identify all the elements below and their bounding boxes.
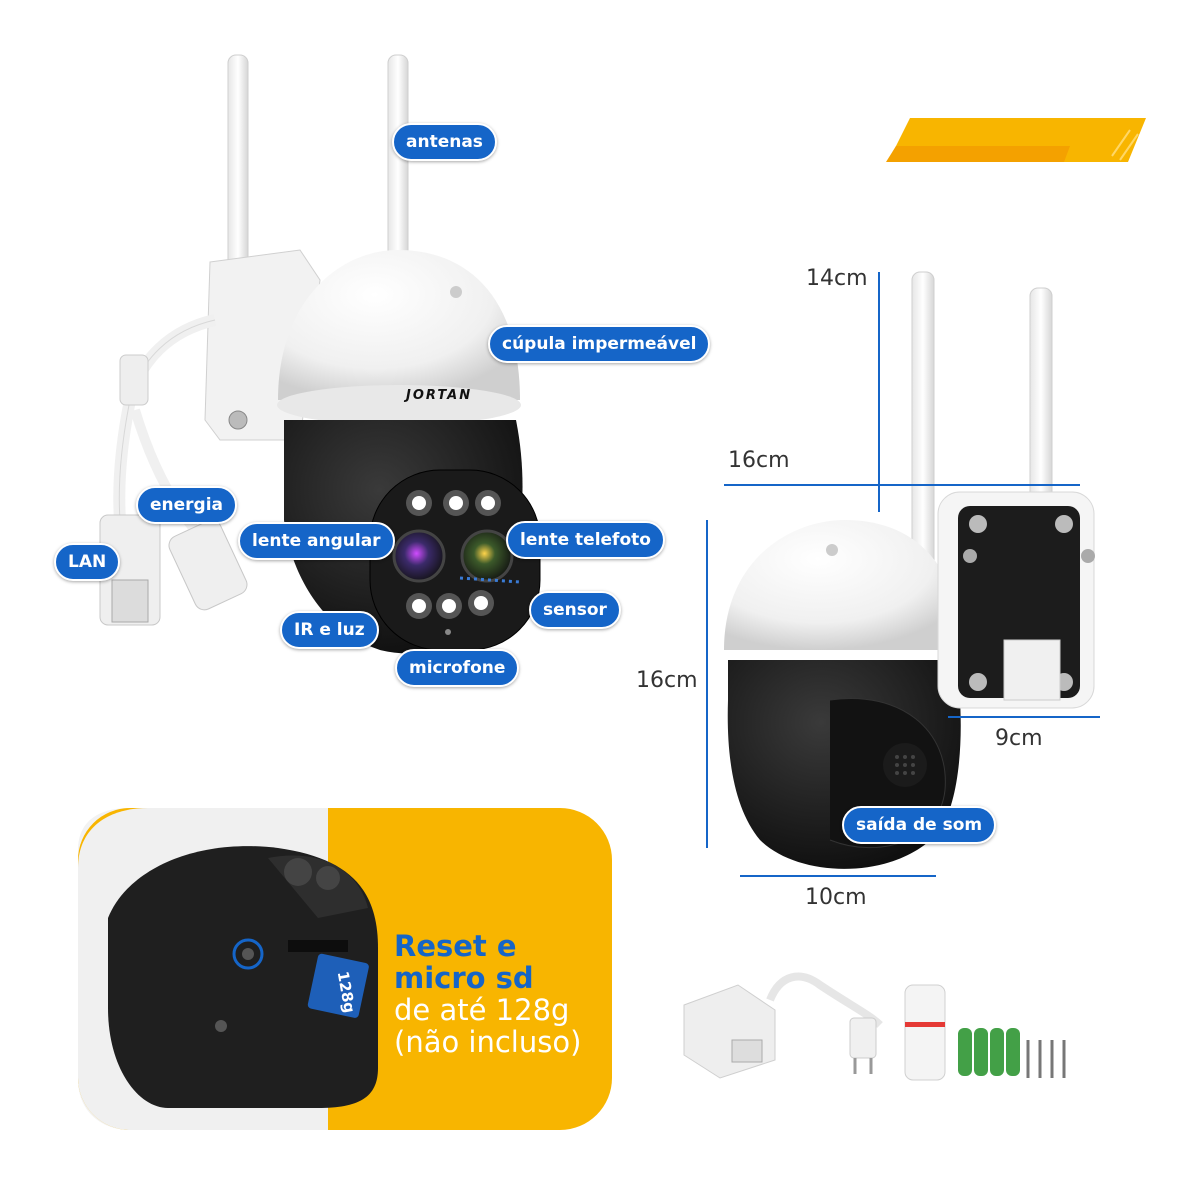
- label-energia: energia: [136, 486, 238, 524]
- label-microfone: microfone: [395, 649, 520, 687]
- dim-line-mount: [948, 716, 1100, 718]
- reset-button-marker: [232, 938, 264, 970]
- label-ir-luz: IR e luz: [280, 611, 379, 649]
- sd-panel-art: 128g: [78, 808, 378, 1130]
- dim-base-width: 10cm: [805, 885, 867, 910]
- sd-title-line1: Reset e: [394, 929, 517, 963]
- sd-panel: 128g: [78, 808, 612, 1130]
- label-antenas: antenas: [392, 123, 497, 161]
- label-saida-som: saída de som: [842, 806, 997, 844]
- brand-logo: JORTAN: [406, 388, 473, 403]
- dim-line-top-width: [724, 484, 1080, 486]
- dim-mount-width: 9cm: [995, 726, 1043, 751]
- dim-antenna-height: 14cm: [806, 266, 868, 291]
- dim-width-top: 16cm: [728, 448, 790, 473]
- yellow-banner: [886, 118, 1146, 162]
- label-cupula: cúpula impermeável: [488, 325, 711, 363]
- accessories: [683, 972, 1066, 1081]
- sd-desc-line2: (não incluso): [394, 1025, 582, 1059]
- dim-line-base: [740, 875, 936, 877]
- sd-title-line2: micro sd: [394, 961, 534, 995]
- label-lan: LAN: [54, 543, 121, 581]
- dim-line-antenna: [878, 272, 880, 512]
- main-camera: [99, 54, 541, 654]
- side-camera: [724, 271, 1095, 869]
- label-sensor: sensor: [529, 591, 621, 629]
- dim-height-side: 16cm: [636, 668, 698, 693]
- label-lente-telefoto: lente telefoto: [506, 521, 665, 559]
- sd-description: Reset e micro sd de até 128g (não inclus…: [394, 930, 634, 1058]
- label-lente-angular: lente angular: [238, 522, 395, 560]
- micro-sd-card: [307, 953, 369, 1018]
- sd-desc-line1: de até 128g: [394, 993, 570, 1027]
- dim-line-height: [706, 520, 708, 848]
